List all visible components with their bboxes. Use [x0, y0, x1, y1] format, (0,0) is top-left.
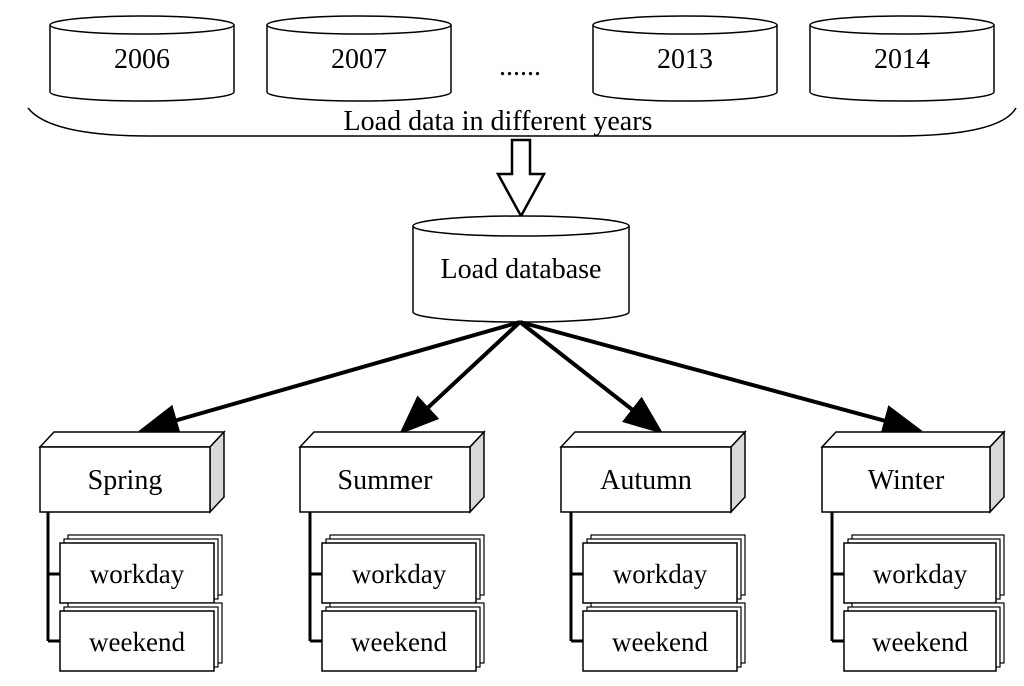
workday-stack: workday	[321, 534, 485, 604]
weekend-label: weekend	[872, 627, 968, 657]
arrow-to-winter	[519, 320, 923, 437]
year-brace	[27, 107, 1017, 137]
season-label: Autumn	[600, 465, 692, 496]
weekend-label: weekend	[89, 627, 185, 657]
year-label: 2013	[657, 44, 713, 75]
workday-label: workday	[613, 559, 708, 589]
weekend-stack: weekend	[582, 602, 746, 672]
weekend-label: weekend	[351, 627, 447, 657]
weekend-stack: weekend	[59, 602, 223, 672]
year-ellipsis: ......	[499, 51, 541, 82]
year-cylinder-2007: 2007	[266, 15, 452, 102]
workday-label: workday	[90, 559, 185, 589]
weekend-label: weekend	[612, 627, 708, 657]
hollow-down-arrow-icon	[495, 138, 547, 219]
load-database-cylinder: Load database	[412, 215, 630, 323]
year-label: 2006	[114, 44, 170, 75]
arrow-to-summer	[399, 320, 522, 435]
workday-label: workday	[873, 559, 968, 589]
year-label: 2007	[331, 44, 387, 75]
season-summer: Summer workday weekend	[298, 430, 486, 672]
workday-stack: workday	[582, 534, 746, 604]
workday-label: workday	[352, 559, 447, 589]
season-spring: Spring workday weekend	[38, 430, 226, 672]
year-label: 2014	[874, 44, 930, 75]
database-label: Load database	[441, 254, 602, 285]
season-autumn: Autumn workday weekend	[559, 430, 747, 672]
weekend-stack: weekend	[321, 602, 485, 672]
brace-label: Load data in different years	[344, 106, 653, 137]
season-label: Summer	[338, 465, 434, 496]
season-winter: Winter workday weekend	[820, 430, 1006, 672]
season-label: Spring	[88, 465, 163, 496]
year-cylinder-2013: 2013	[592, 15, 778, 102]
season-label: Winter	[868, 465, 945, 496]
workday-stack: workday	[59, 534, 223, 604]
arrow-to-autumn	[518, 320, 664, 434]
weekend-stack: weekend	[843, 602, 1005, 672]
year-cylinder-2006: 2006	[49, 15, 235, 102]
year-cylinder-2014: 2014	[809, 15, 995, 102]
arrow-to-spring	[138, 320, 521, 436]
workday-stack: workday	[843, 534, 1005, 604]
